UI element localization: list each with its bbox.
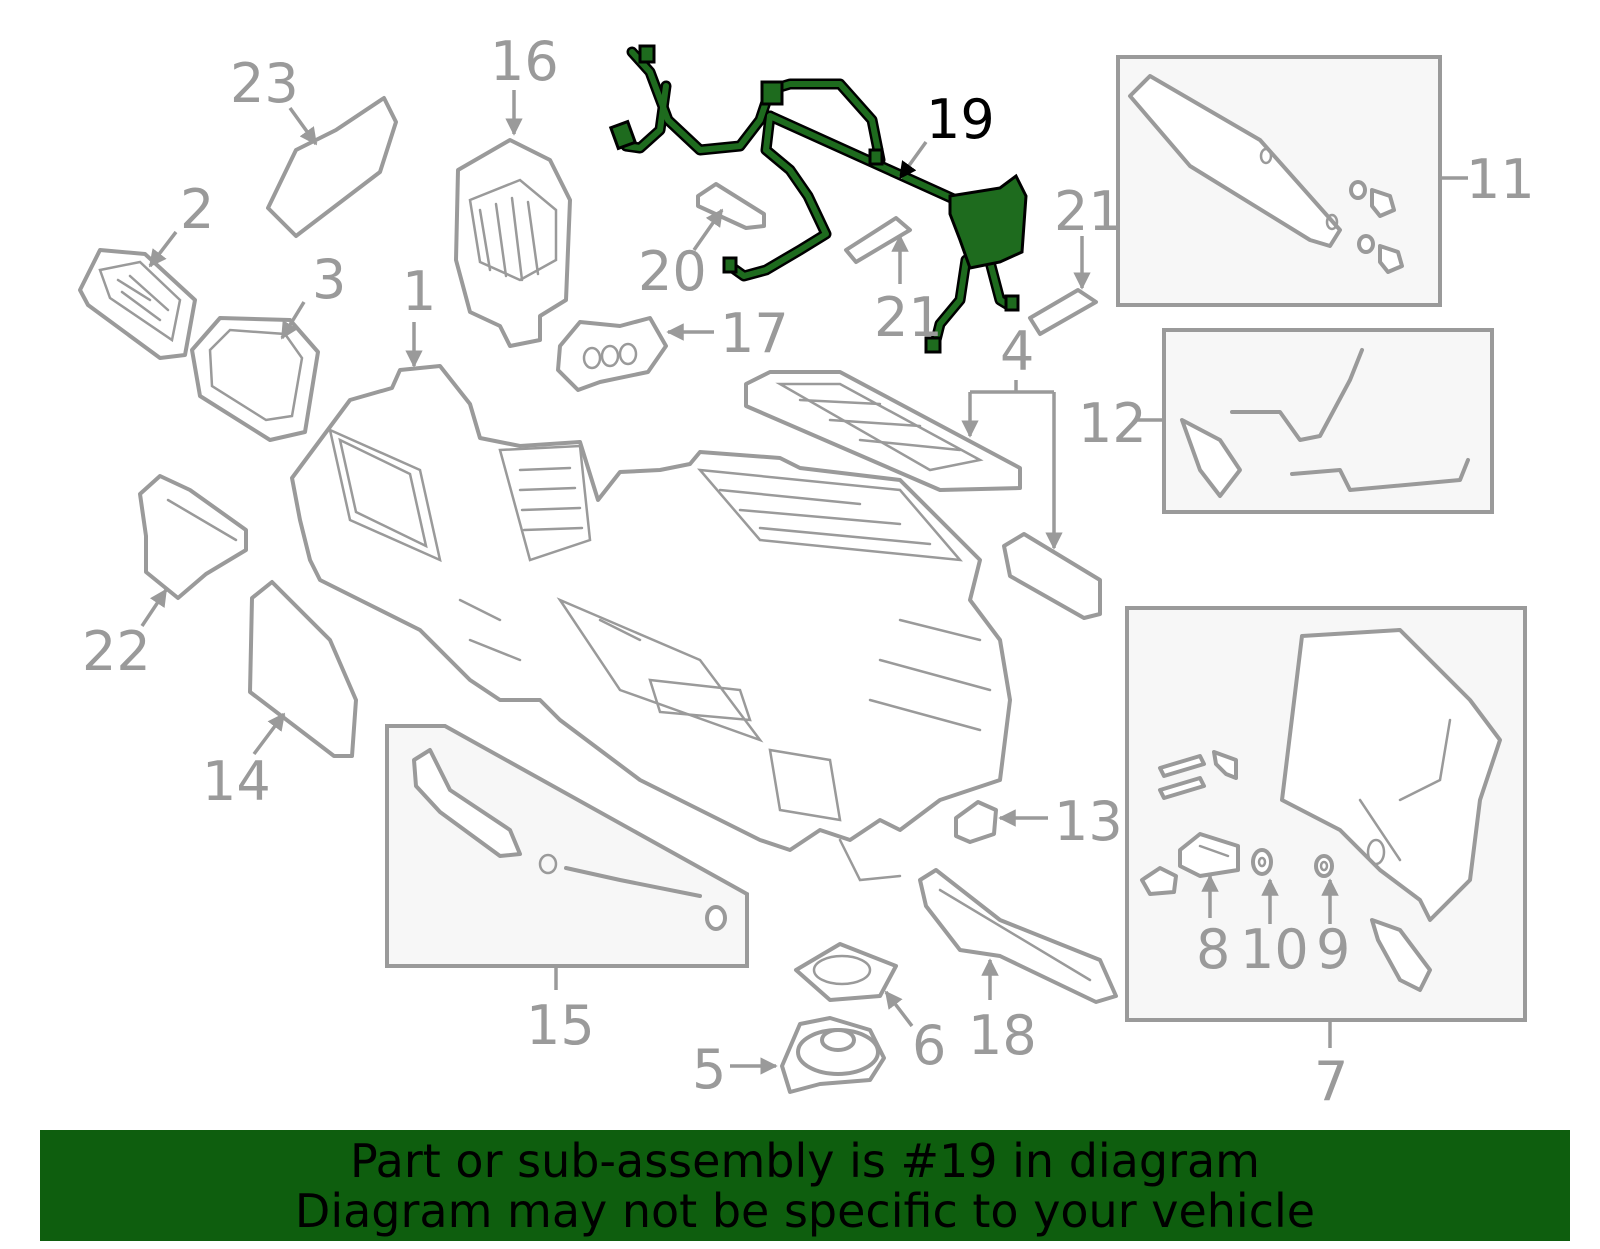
leader-2 <box>148 230 178 268</box>
part-12 <box>1180 348 1470 498</box>
callout-12: 12 <box>1078 392 1147 455</box>
part-11 <box>1128 74 1404 274</box>
part-5 <box>780 1016 886 1094</box>
callout-23: 23 <box>230 52 299 115</box>
callout-10: 10 <box>1240 918 1309 981</box>
callout-22: 22 <box>82 620 151 683</box>
banner-line-1: Part or sub-assembly is #19 in diagram <box>350 1134 1260 1188</box>
part-22 <box>138 474 248 600</box>
part-9 <box>1314 854 1334 878</box>
leader-6 <box>884 990 914 1028</box>
callout-21b: 21 <box>1054 180 1123 243</box>
callout-17: 17 <box>720 302 789 365</box>
leader-3 <box>280 301 306 340</box>
callout-15: 15 <box>526 994 595 1057</box>
part-23 <box>266 96 398 238</box>
callout-14: 14 <box>202 750 271 813</box>
part-13 <box>954 800 998 844</box>
leader-19 <box>898 140 928 180</box>
callout-8: 8 <box>1196 918 1230 981</box>
leader-22 <box>140 588 168 627</box>
part-18 <box>918 868 1118 1004</box>
callout-6: 6 <box>912 1014 946 1077</box>
part-4 <box>744 370 1102 620</box>
callout-1: 1 <box>402 260 436 323</box>
leader-23 <box>288 106 318 146</box>
part-15 <box>412 748 727 931</box>
callout-18: 18 <box>968 1004 1037 1067</box>
leader-14 <box>252 712 286 756</box>
callout-21a: 21 <box>874 286 943 349</box>
callout-20: 20 <box>638 240 707 303</box>
callout-13: 13 <box>1054 790 1123 853</box>
part-8 <box>1178 832 1240 878</box>
part-6 <box>794 942 898 1002</box>
callout-11: 11 <box>1466 148 1535 211</box>
part-7 <box>1140 628 1502 992</box>
part-20 <box>696 182 766 230</box>
callout-5: 5 <box>692 1038 726 1101</box>
callout-16: 16 <box>490 30 559 93</box>
leader-20 <box>692 208 724 252</box>
part-21b <box>1028 288 1098 336</box>
part-21a <box>844 216 912 264</box>
callout-19: 19 <box>926 88 995 151</box>
part-16 <box>454 138 572 348</box>
part-19-wiring-harness <box>608 44 1028 354</box>
banner-line-2: Diagram may not be specific to your vehi… <box>294 1184 1316 1238</box>
callout-7: 7 <box>1314 1050 1348 1113</box>
part-3 <box>190 316 320 442</box>
callout-4: 4 <box>1000 320 1034 383</box>
callout-3: 3 <box>312 248 346 311</box>
part-17 <box>556 316 668 392</box>
group-box-15 <box>385 724 749 968</box>
callout-9: 9 <box>1316 918 1350 981</box>
part-2 <box>78 248 197 360</box>
part-10 <box>1251 848 1273 876</box>
callout-2: 2 <box>180 178 214 241</box>
info-banner: Part or sub-assembly is #19 in diagram D… <box>40 1130 1570 1241</box>
part-1-hvac-housing <box>290 364 1012 882</box>
part-14 <box>248 580 358 758</box>
